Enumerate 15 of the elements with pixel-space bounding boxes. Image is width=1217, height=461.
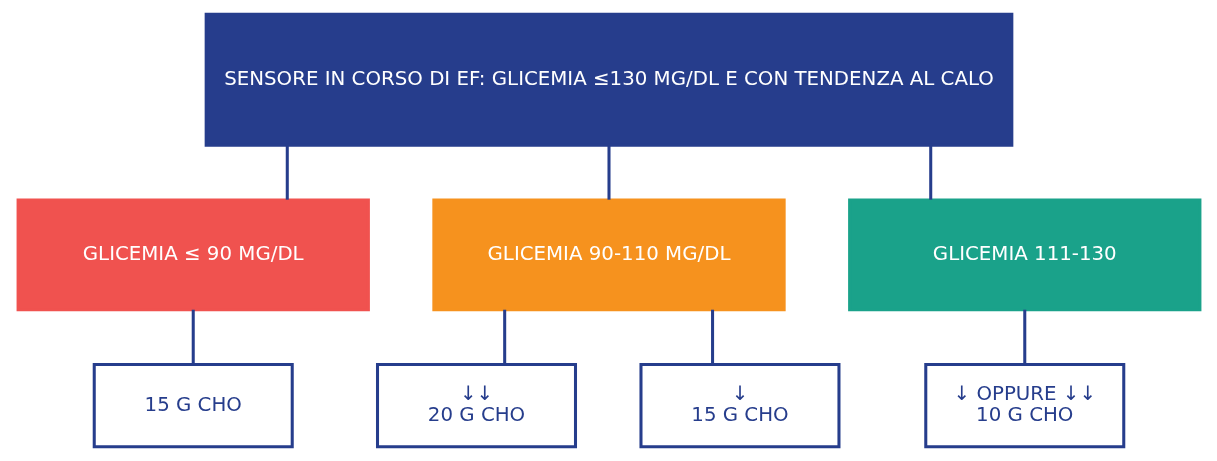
connector — [1022, 309, 1026, 365]
node-box: SENSORE IN CORSO DI EF: GLICEMIA ≤130 MG/DL E CON TENDENZA AL CALO — [204, 12, 1013, 147]
node-box: GLICEMIA 90-110 MG/DL — [431, 198, 786, 312]
connector — [502, 309, 506, 365]
node-box: 15 G CHO — [92, 363, 294, 449]
connector — [928, 145, 932, 200]
connector — [606, 145, 611, 200]
node-box: ↓ 15 G CHO — [638, 363, 840, 449]
node-box: ↓ OPPURE ↓↓ 10 G CHO — [923, 363, 1125, 449]
connector — [710, 309, 714, 365]
connector — [191, 309, 195, 365]
node-box: GLICEMIA ≤ 90 MG/DL — [16, 198, 370, 312]
node-box: ↓↓ 20 G CHO — [375, 363, 577, 449]
node-box: GLICEMIA 111-130 — [847, 198, 1201, 312]
connector — [285, 145, 289, 200]
